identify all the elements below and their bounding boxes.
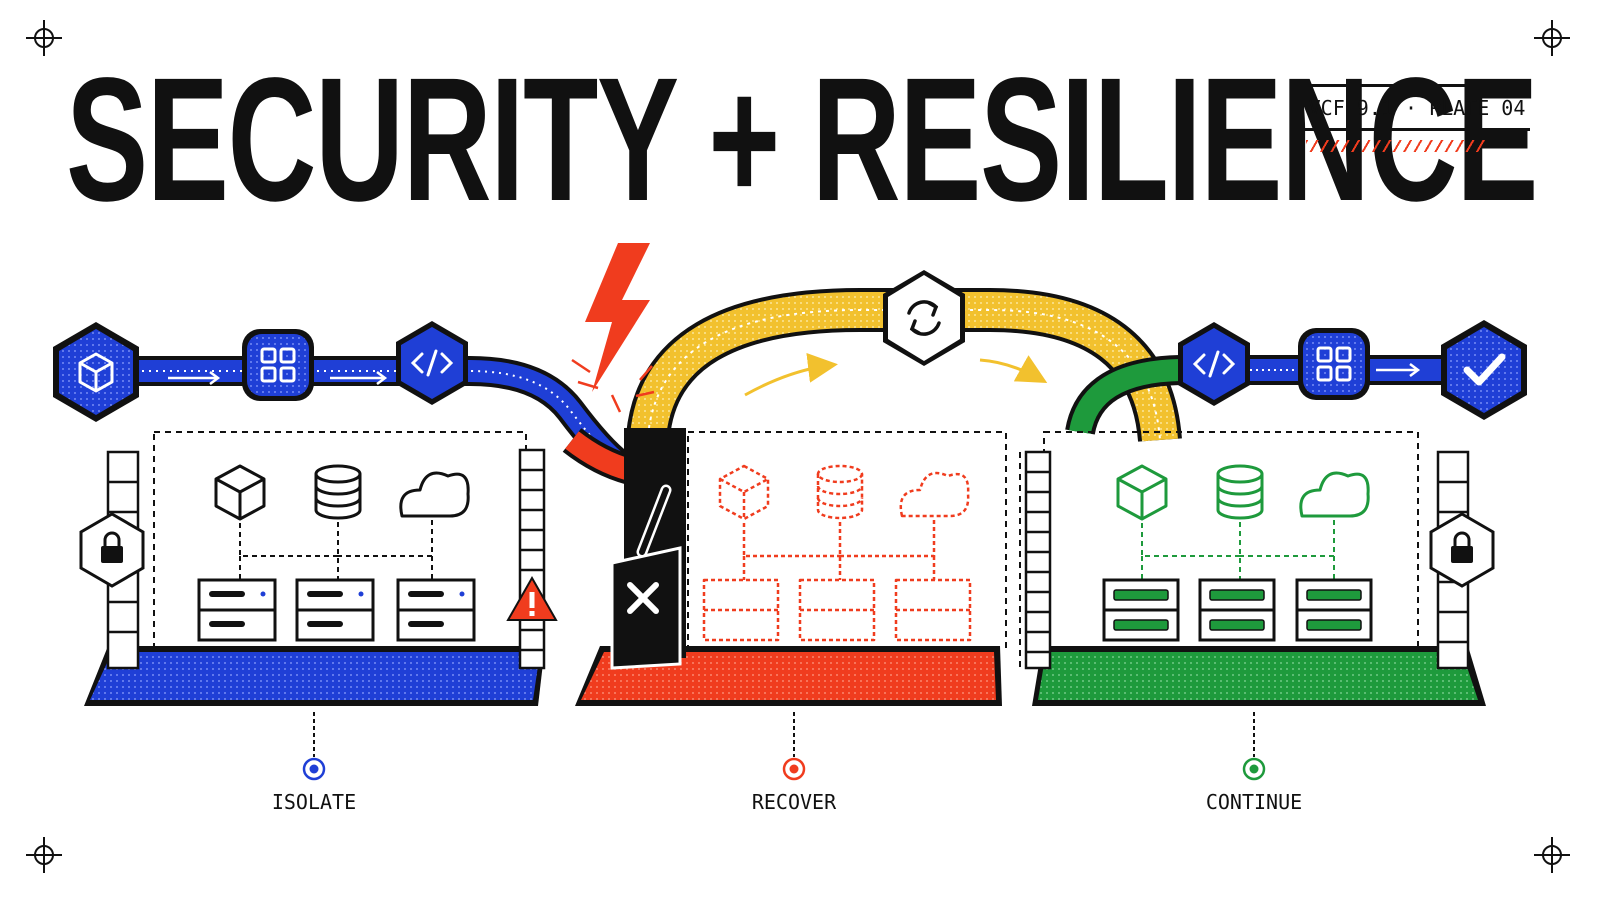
sync-icon — [907, 300, 941, 336]
pipeline-node-grid — [1298, 328, 1370, 400]
crosshair-icon — [1534, 837, 1570, 873]
lightning-bolt-icon — [585, 243, 650, 392]
flow-arrow-icon — [744, 352, 838, 397]
pipeline-right — [1065, 320, 1527, 436]
server-rack — [1102, 578, 1373, 642]
warning-icon — [506, 575, 558, 621]
arrow-right-icon — [1376, 363, 1421, 377]
stage-label-recover: RECOVER — [751, 790, 837, 814]
stage-recover — [575, 428, 1007, 706]
pipeline-node-check — [1441, 320, 1527, 420]
cube-icon — [214, 464, 266, 521]
firewall-wall — [518, 448, 546, 670]
crosshair-icon — [26, 20, 62, 56]
lock-icon — [101, 531, 123, 563]
stage-marker-continue — [1242, 757, 1266, 781]
database-icon — [1216, 464, 1264, 520]
cloud-icon — [899, 471, 970, 518]
close-icon — [627, 582, 659, 614]
pipeline-node-code — [396, 321, 468, 405]
arrow-right-icon — [330, 371, 388, 385]
stage-marker-recover — [782, 757, 806, 781]
stage-label-continue: CONTINUE — [1205, 790, 1303, 814]
bridge-sync-node — [883, 270, 965, 366]
database-icon — [816, 464, 864, 520]
stage-marker-isolate — [302, 757, 326, 781]
code-icon — [1192, 350, 1236, 378]
database-icon — [314, 464, 362, 520]
grid-icon — [260, 347, 296, 383]
stage-continue — [1019, 431, 1495, 706]
grid-icon — [1316, 346, 1352, 382]
pipeline-node-grid — [242, 329, 314, 401]
cloud-icon — [399, 471, 470, 518]
spark-icon — [571, 358, 655, 413]
cube-icon — [1116, 464, 1168, 521]
lock-node — [1429, 512, 1495, 588]
server-rack — [197, 578, 476, 642]
hatch-decoration — [1306, 140, 1486, 152]
registration-marks — [26, 20, 1570, 873]
pipeline-node-cube — [53, 322, 139, 422]
stage-label-isolate: ISOLATE — [271, 790, 357, 814]
plate-label: VCF 9.1 · PLATE 04 — [1304, 84, 1530, 131]
page-title: SECURITY + RESILIENCE — [66, 42, 1538, 238]
pipeline-left — [53, 321, 635, 485]
arrow-right-icon — [168, 371, 221, 385]
cube-icon — [78, 352, 114, 393]
stage-connectors — [302, 712, 1266, 781]
circuit-breaker — [610, 428, 686, 670]
threat-strike — [571, 243, 655, 413]
cloud-icon — [1299, 471, 1370, 518]
code-icon — [410, 349, 454, 377]
lock-node — [79, 512, 145, 588]
stage-isolate — [79, 431, 558, 706]
crosshair-icon — [26, 837, 62, 873]
pipeline-node-code — [1178, 322, 1250, 406]
cube-icon — [718, 464, 770, 521]
server-rack — [702, 578, 972, 642]
firewall-wall — [1024, 450, 1052, 670]
checkmark-icon — [1463, 353, 1506, 386]
lock-icon — [1451, 531, 1473, 563]
flow-arrow-icon — [979, 355, 1048, 383]
crosshair-icon — [1534, 20, 1570, 56]
